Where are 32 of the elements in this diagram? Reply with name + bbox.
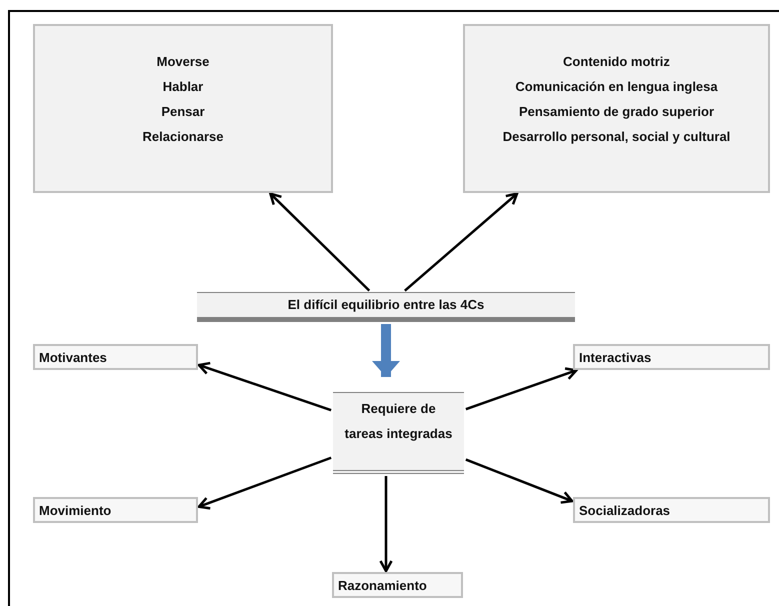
block-arrow [372, 324, 400, 377]
node-text: Desarrollo personal, social y cultural [502, 128, 730, 146]
node-text: Relacionarse [142, 128, 224, 146]
node-text: Movimiento [39, 502, 112, 520]
node-text: Motivantes [39, 349, 108, 367]
central-box [333, 392, 464, 474]
content-box [33, 24, 333, 193]
node-text: Razonamiento [338, 577, 428, 595]
node-text: El difícil equilibrio entre las 4Cs [286, 296, 486, 314]
arrow [404, 192, 518, 292]
node-text: Pensar [161, 102, 205, 120]
content-box [463, 24, 770, 193]
label-box [573, 344, 770, 370]
node-text: Moverse [156, 52, 210, 70]
node-text: Contenido motriz [563, 52, 670, 70]
arrow [379, 476, 393, 572]
label-box [33, 344, 198, 370]
label-box [33, 497, 198, 523]
arrow [198, 362, 332, 412]
label-box [573, 497, 770, 523]
title-band [197, 292, 575, 322]
label-box [332, 572, 463, 598]
arrow [465, 367, 578, 410]
node-text: Socializadoras [579, 502, 672, 520]
node-text: Comunicación en lengua inglesa [515, 78, 718, 96]
arrow [269, 192, 370, 292]
node-text: Pensamiento de grado superior [518, 102, 714, 121]
node-text: Requiere de tareas integradas [344, 400, 454, 443]
arrow [198, 456, 332, 510]
node-text: Hablar [162, 78, 204, 96]
node-text: Interactivas [579, 349, 652, 367]
arrow [465, 458, 574, 504]
